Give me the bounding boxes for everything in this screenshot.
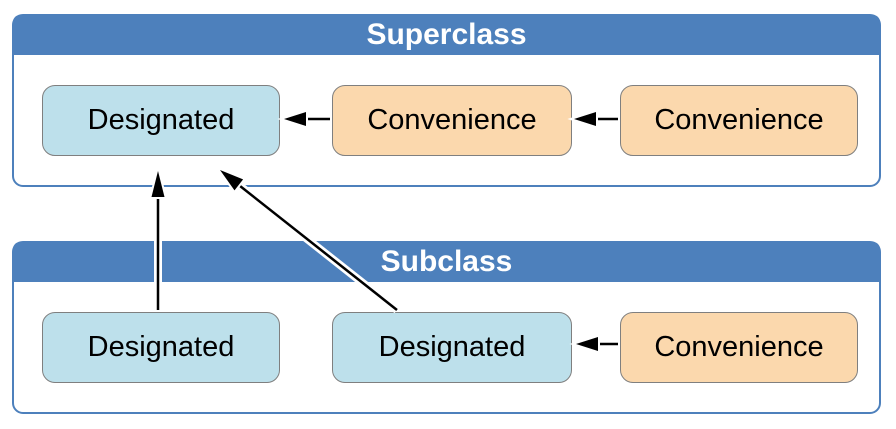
subclass-designated-1-label: Designated [87,331,235,363]
subclass-designated-box-2: Designated [332,312,572,383]
superclass-title: Superclass [366,18,527,51]
superclass-convenience-box-1: Convenience [332,85,572,156]
subclass-title: Subclass [380,245,513,278]
subclass-convenience-label: Convenience [654,331,824,363]
superclass-header-bar: Superclass [13,15,880,55]
superclass-convenience-1-label: Convenience [367,104,537,136]
superclass-container: Superclass Designated Convenience Conven… [12,14,881,187]
subclass-container: Subclass Designated Designated Convenien… [12,241,881,414]
superclass-designated-label: Designated [87,104,235,136]
superclass-convenience-2-label: Convenience [654,104,824,136]
subclass-header-bar: Subclass [13,242,880,282]
subclass-designated-2-label: Designated [378,331,526,363]
subclass-designated-box-1: Designated [42,312,280,383]
superclass-designated-box: Designated [42,85,280,156]
superclass-convenience-box-2: Convenience [620,85,858,156]
subclass-convenience-box: Convenience [620,312,858,383]
